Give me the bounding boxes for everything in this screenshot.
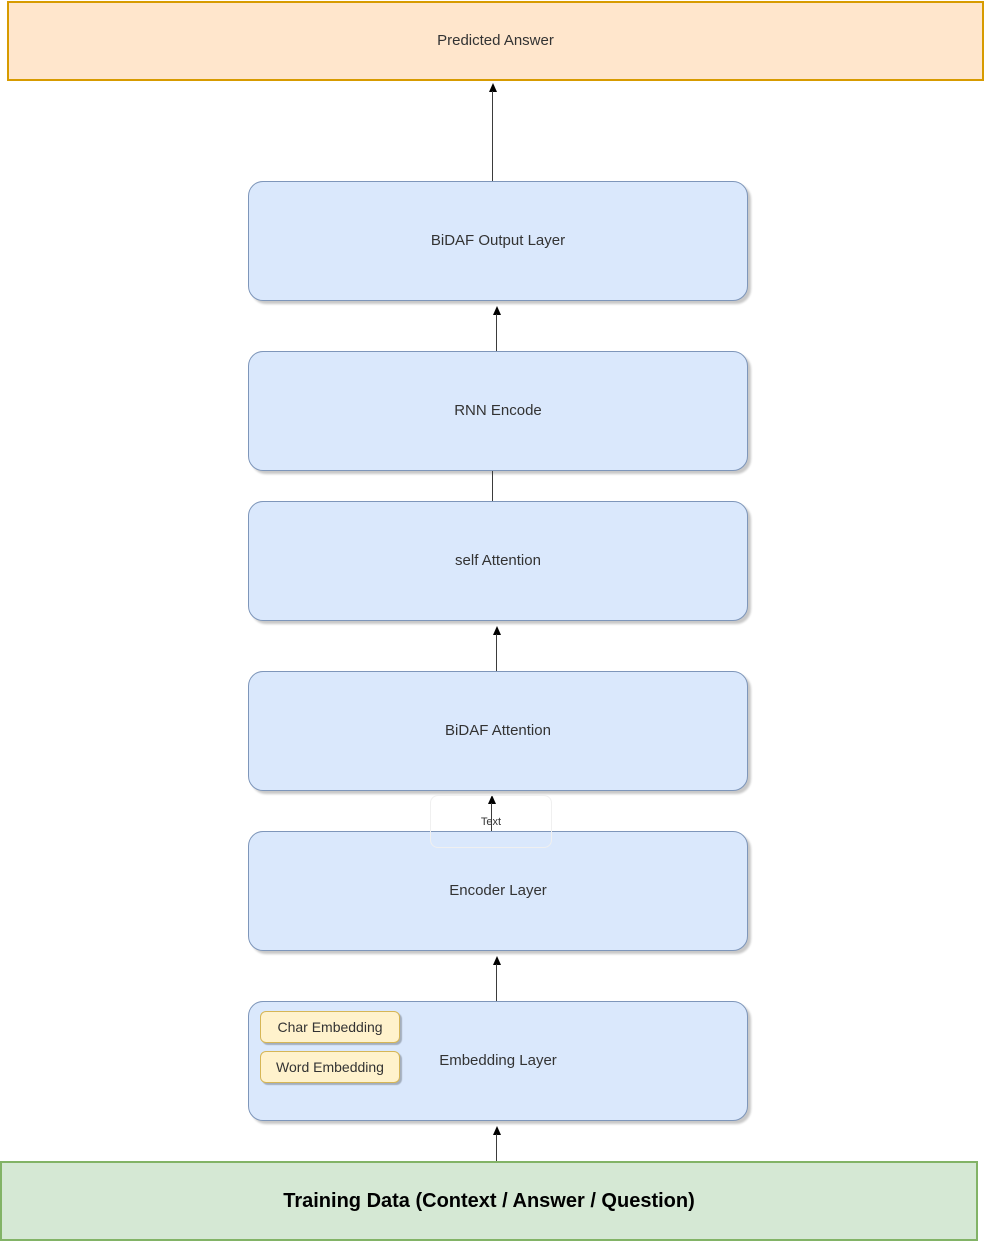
node-self-attention-label: self Attention [455,552,541,569]
node-bidaf-attention-label: BiDAF Attention [445,722,551,739]
node-self-attention: self Attention [248,501,748,621]
arrowhead-up-icon [489,83,497,92]
node-char-embedding: Char Embedding [260,1011,400,1043]
edge-label-text: Text [430,795,552,848]
edge-attention-to-selfattention [496,634,497,671]
edge-label-text-value: Text [480,815,502,828]
node-predicted-answer: Predicted Answer [7,1,984,81]
node-training-data: Training Data (Context / Answer / Questi… [0,1161,978,1241]
edge-encoder-to-attention [491,803,492,831]
node-word-embedding: Word Embedding [260,1051,400,1083]
node-word-embedding-label: Word Embedding [276,1058,384,1075]
edge-rnn-to-output [496,314,497,351]
node-embedding-layer: Embedding Layer Char Embedding Word Embe… [248,1001,748,1121]
node-rnn-encode-label: RNN Encode [454,402,542,419]
arrowhead-up-icon [488,795,496,804]
node-rnn-encode: RNN Encode [248,351,748,471]
node-predicted-answer-label: Predicted Answer [437,32,554,49]
arrowhead-up-icon [493,956,501,965]
node-bidaf-output-layer: BiDAF Output Layer [248,181,748,301]
edge-rnn-selfattention [492,471,493,501]
arrowhead-up-icon [493,306,501,315]
arrowhead-up-icon [493,626,501,635]
edge-data-to-embedding [496,1134,497,1161]
node-embedding-layer-label: Embedding Layer [439,1052,557,1069]
edge-output-to-answer [492,91,493,181]
node-char-embedding-label: Char Embedding [277,1018,383,1035]
node-encoder-layer-label: Encoder Layer [449,882,547,899]
node-bidaf-output-layer-label: BiDAF Output Layer [430,232,566,249]
node-encoder-layer: Encoder Layer [248,831,748,951]
edge-embedding-to-encoder [496,964,497,1001]
arrowhead-up-icon [493,1126,501,1135]
node-bidaf-attention: BiDAF Attention [248,671,748,791]
node-training-data-label: Training Data (Context / Answer / Questi… [283,1190,695,1212]
